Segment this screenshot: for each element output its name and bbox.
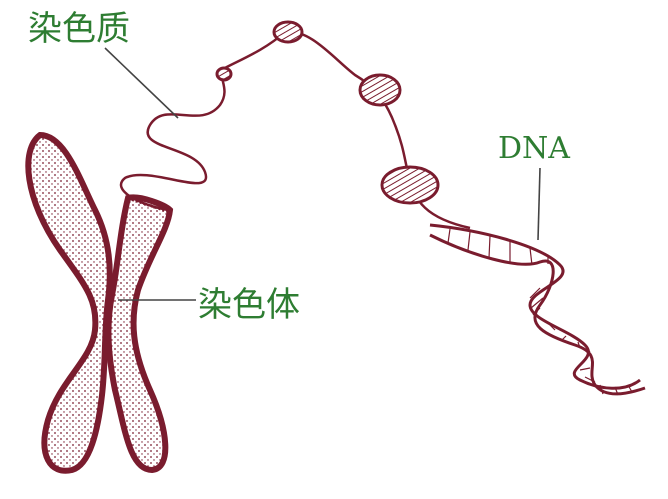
chromosome <box>25 131 174 474</box>
nucleosome-3 <box>358 73 402 107</box>
chromatin-label: 染色质 <box>28 9 130 49</box>
nucleosome-4 <box>380 165 440 205</box>
chromatid-left <box>25 131 113 474</box>
chromatid-right <box>105 194 174 474</box>
dna-leader-line <box>537 167 541 241</box>
nucleosome-2 <box>215 66 233 82</box>
chromosome-label: 染色体 <box>198 285 300 325</box>
dna-helix <box>429 223 646 396</box>
nucleosome-1 <box>272 20 304 44</box>
dna-label: DNA <box>498 131 570 166</box>
chromatin-leader-line <box>104 47 179 119</box>
